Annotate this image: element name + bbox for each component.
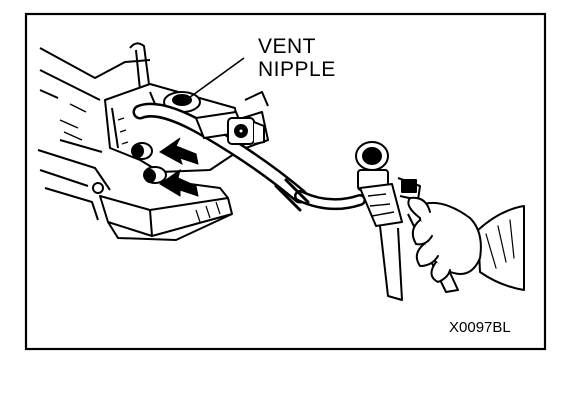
hand xyxy=(407,196,525,291)
vent-callout-line-2: NIPPLE xyxy=(258,58,336,81)
figure-code: X0097BL xyxy=(449,319,511,336)
vent-callout-line-1: VENT xyxy=(258,35,316,58)
callout-leader xyxy=(185,57,245,101)
test-ports xyxy=(92,142,167,194)
flow-arrow-icon xyxy=(159,137,199,197)
line-fitting xyxy=(194,110,265,145)
